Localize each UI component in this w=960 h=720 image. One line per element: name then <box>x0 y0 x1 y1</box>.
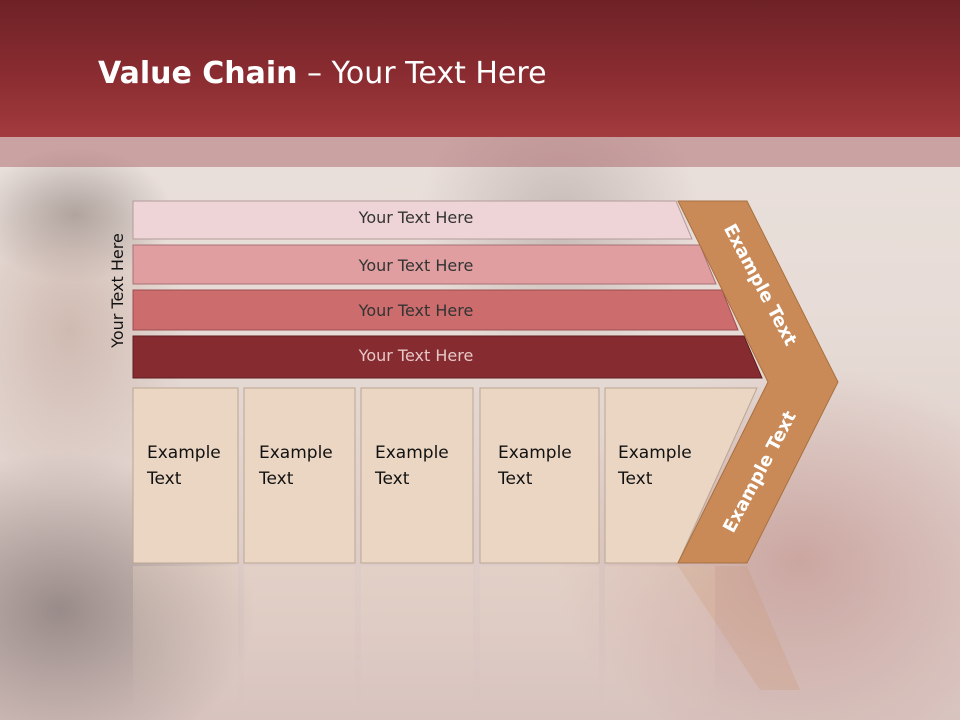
slide-title-bold: Value Chain <box>98 56 298 91</box>
slide-title: Value Chain – Your Text Here <box>98 52 547 96</box>
primary-box-1-shape <box>132 387 239 564</box>
primary-box-4-text: Example Text <box>498 440 572 492</box>
primary-box-4-line2: Text <box>498 469 533 489</box>
reflection-box-5 <box>605 566 715 716</box>
header-band <box>0 137 960 167</box>
support-row-2-shape <box>132 244 717 285</box>
primary-box-4-shape <box>479 387 600 564</box>
support-row-4-shape <box>132 335 763 379</box>
primary-box-4-line1: Example <box>498 443 572 463</box>
header-bar <box>0 0 960 137</box>
support-row-3-shape <box>132 289 739 331</box>
primary-box-3-line1: Example <box>375 443 449 463</box>
primary-box-3-shape <box>360 387 474 564</box>
primary-box-2-text: Example Text <box>259 440 333 492</box>
support-row-1-shape <box>132 200 693 240</box>
reflection-box-2 <box>244 566 355 716</box>
margin-chevron-shape <box>677 200 839 564</box>
reflection-box-4 <box>480 566 599 716</box>
primary-box-2-line2: Text <box>259 469 294 489</box>
primary-box-2-shape <box>243 387 356 564</box>
primary-box-2-line1: Example <box>259 443 333 463</box>
reflection-chevron <box>678 566 800 690</box>
slide-title-rest: – Your Text Here <box>297 56 547 91</box>
reflection-box-3 <box>361 566 473 716</box>
primary-box-1-line2: Text <box>147 469 182 489</box>
primary-box-5-line1: Example <box>618 443 692 463</box>
primary-box-5-text: Example Text <box>618 440 692 492</box>
primary-box-3-line2: Text <box>375 469 410 489</box>
primary-box-1-line1: Example <box>147 443 221 463</box>
primary-box-1-text: Example Text <box>147 440 221 492</box>
reflection-box-1 <box>133 566 238 716</box>
primary-box-3-text: Example Text <box>375 440 449 492</box>
primary-box-5-line2: Text <box>618 469 653 489</box>
